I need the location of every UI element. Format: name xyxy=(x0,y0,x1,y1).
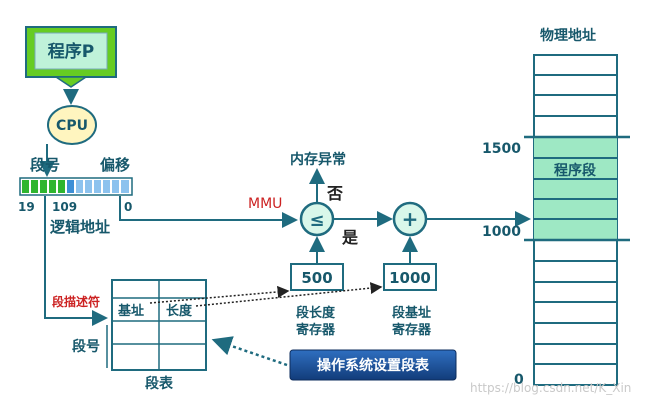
address-1000-label: 1000 xyxy=(482,224,521,240)
physical-memory: 程序段 xyxy=(524,54,630,386)
bit-19-label: 19 xyxy=(18,200,35,214)
address-1500-label: 1500 xyxy=(482,141,521,157)
logical-address-caption: 逻辑地址 xyxy=(50,218,110,236)
descriptor-label: 段描述符 xyxy=(52,294,100,309)
offset-label: 偏移 xyxy=(100,156,130,174)
memory-exception-label: 内存异常 xyxy=(290,151,346,168)
program-segment-label: 程序段 xyxy=(554,162,596,179)
address-0-label: 0 xyxy=(514,372,524,388)
base-register: 1000 xyxy=(383,263,437,291)
adder-node: + xyxy=(392,201,428,237)
segment-table: 基址 长度 xyxy=(111,279,207,371)
segment-table-caption: 段表 xyxy=(145,375,174,392)
no-label: 否 xyxy=(326,184,343,203)
watermark-text: https://blog.csdn.net/K_Xin xyxy=(470,381,631,395)
length-register-caption-2: 寄存器 xyxy=(296,322,336,338)
cpu-node: CPU xyxy=(47,105,97,145)
segment-number-label: 段号 xyxy=(30,156,60,174)
mmu-label: MMU xyxy=(248,196,282,212)
logical-address-register xyxy=(19,177,133,196)
comparator-node: ≤ xyxy=(299,201,335,237)
os-sets-table-note: 操作系统设置段表 xyxy=(289,349,457,381)
program-label: 程序P xyxy=(48,41,94,62)
table-index-label: 段号 xyxy=(72,338,100,355)
adder-symbol: + xyxy=(402,207,419,231)
bit-109-label: 109 xyxy=(52,200,77,214)
base-register-caption-2: 寄存器 xyxy=(392,322,432,338)
bit-0-label: 0 xyxy=(124,200,132,214)
program-box: 程序P xyxy=(25,26,117,88)
comparator-symbol: ≤ xyxy=(309,210,324,231)
yes-label: 是 xyxy=(341,228,358,247)
length-register: 500 xyxy=(290,263,344,291)
physical-memory-title: 物理地址 xyxy=(540,27,596,44)
table-base-header: 基址 xyxy=(117,303,144,319)
table-length-header: 长度 xyxy=(166,303,193,319)
base-register-value: 1000 xyxy=(389,269,431,287)
length-register-caption-1: 段长度 xyxy=(296,305,336,321)
length-register-value: 500 xyxy=(301,269,332,287)
base-register-caption-1: 段基址 xyxy=(392,305,431,321)
cpu-label: CPU xyxy=(56,118,88,134)
os-note-label: 操作系统设置段表 xyxy=(317,357,430,374)
